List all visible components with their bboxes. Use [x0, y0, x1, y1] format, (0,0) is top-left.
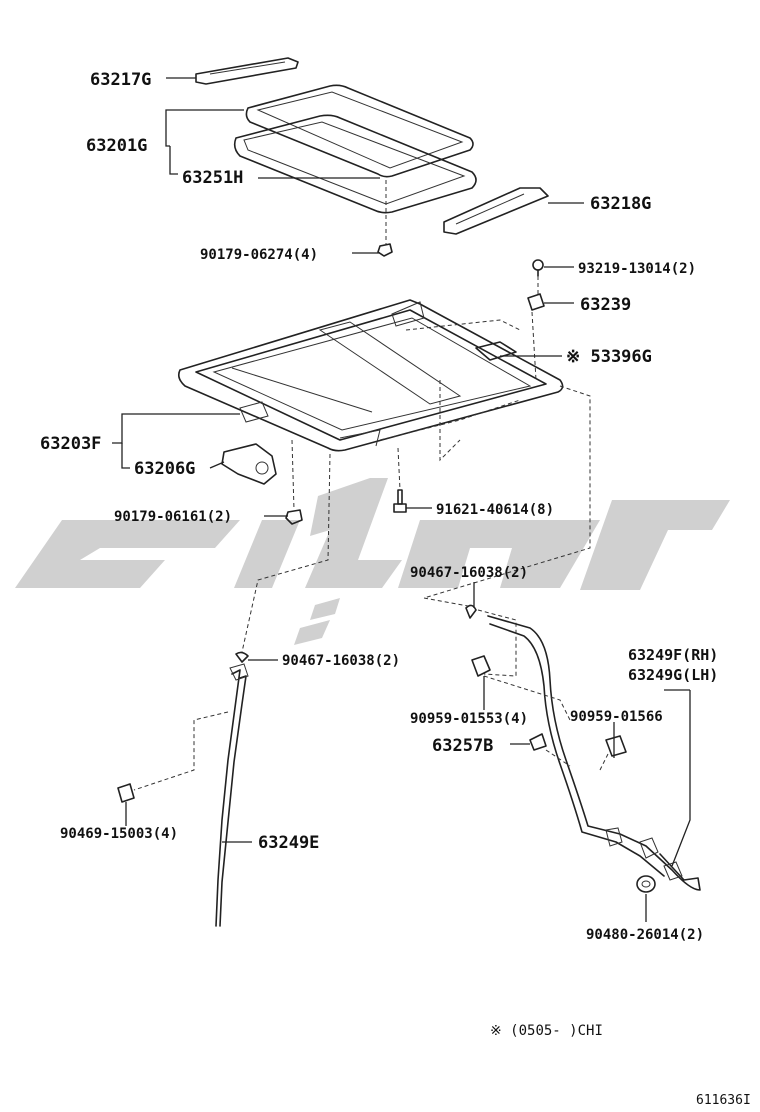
- nut-icon-90179-06161: [285, 509, 303, 525]
- label-53396G: ※ 53396G: [566, 347, 652, 367]
- part-63249FG-drain-hose: [487, 615, 701, 891]
- part-63201G-glass: [245, 84, 474, 178]
- clip-icon-90469-15003: [117, 783, 135, 803]
- clamp-icon-90467-16038-left: [235, 651, 249, 663]
- label-90480-26014: 90480-26014(2): [586, 927, 704, 943]
- label-63249G: 63249G(LH): [628, 666, 718, 684]
- label-63203F: 63203F: [40, 434, 101, 454]
- part-63249E-drain-hose: [215, 663, 249, 927]
- label-63206G: 63206G: [134, 459, 195, 479]
- clip-icon-90959-01553: [471, 655, 491, 677]
- label-90467-16038-right: 90467-16038(2): [410, 565, 528, 581]
- clip-icon-90959-01566: [605, 735, 627, 757]
- label-90959-01553: 90959-01553(4): [410, 711, 528, 727]
- label-63251H: 63251H: [182, 168, 243, 188]
- pad-icon-53396G: [475, 341, 517, 361]
- label-63217G: 63217G: [90, 70, 151, 90]
- label-63239: 63239: [580, 295, 631, 315]
- part-63206G-motor: [221, 443, 277, 485]
- part-63218G-shape: [443, 187, 549, 235]
- clip-icon-90179-06274: [377, 243, 393, 257]
- label-90179-06274: 90179-06274(4): [200, 247, 318, 263]
- part-63217G-shape: [195, 57, 299, 85]
- label-90179-06161: 90179-06161(2): [114, 509, 232, 525]
- label-63249E: 63249E: [258, 833, 319, 853]
- label-90469-15003: 90469-15003(4): [60, 826, 178, 842]
- label-63257B: 63257B: [432, 736, 493, 756]
- part-63203F-frame: [178, 299, 564, 452]
- screw-icon-93219-13014: [532, 259, 544, 277]
- bracket-icon-63239: [527, 293, 545, 311]
- figure-id: 611636I: [696, 1093, 751, 1108]
- bolt-icon-91621-40614: [393, 489, 407, 513]
- clamp-icon-90467-16038-right: [465, 604, 477, 619]
- brand-watermark-logo: [15, 478, 730, 645]
- footnote-text: ※ (0505- )CHI: [490, 1023, 603, 1039]
- label-90467-16038-left: 90467-16038(2): [282, 653, 400, 669]
- assembly-guide-lines: [133, 180, 609, 791]
- part-63251H-weatherstrip: [233, 114, 477, 214]
- grommet-icon-90480-26014: [636, 875, 656, 893]
- label-63218G: 63218G: [590, 194, 651, 214]
- leader-lines: [112, 77, 691, 922]
- label-63249F: 63249F(RH): [628, 646, 718, 664]
- label-63201G: 63201G: [86, 136, 147, 156]
- pad-icon-63257B: [529, 733, 547, 751]
- label-91621-40614: 91621-40614(8): [436, 502, 554, 518]
- label-90959-01566: 90959-01566: [570, 709, 663, 725]
- label-93219-13014: 93219-13014(2): [578, 261, 696, 277]
